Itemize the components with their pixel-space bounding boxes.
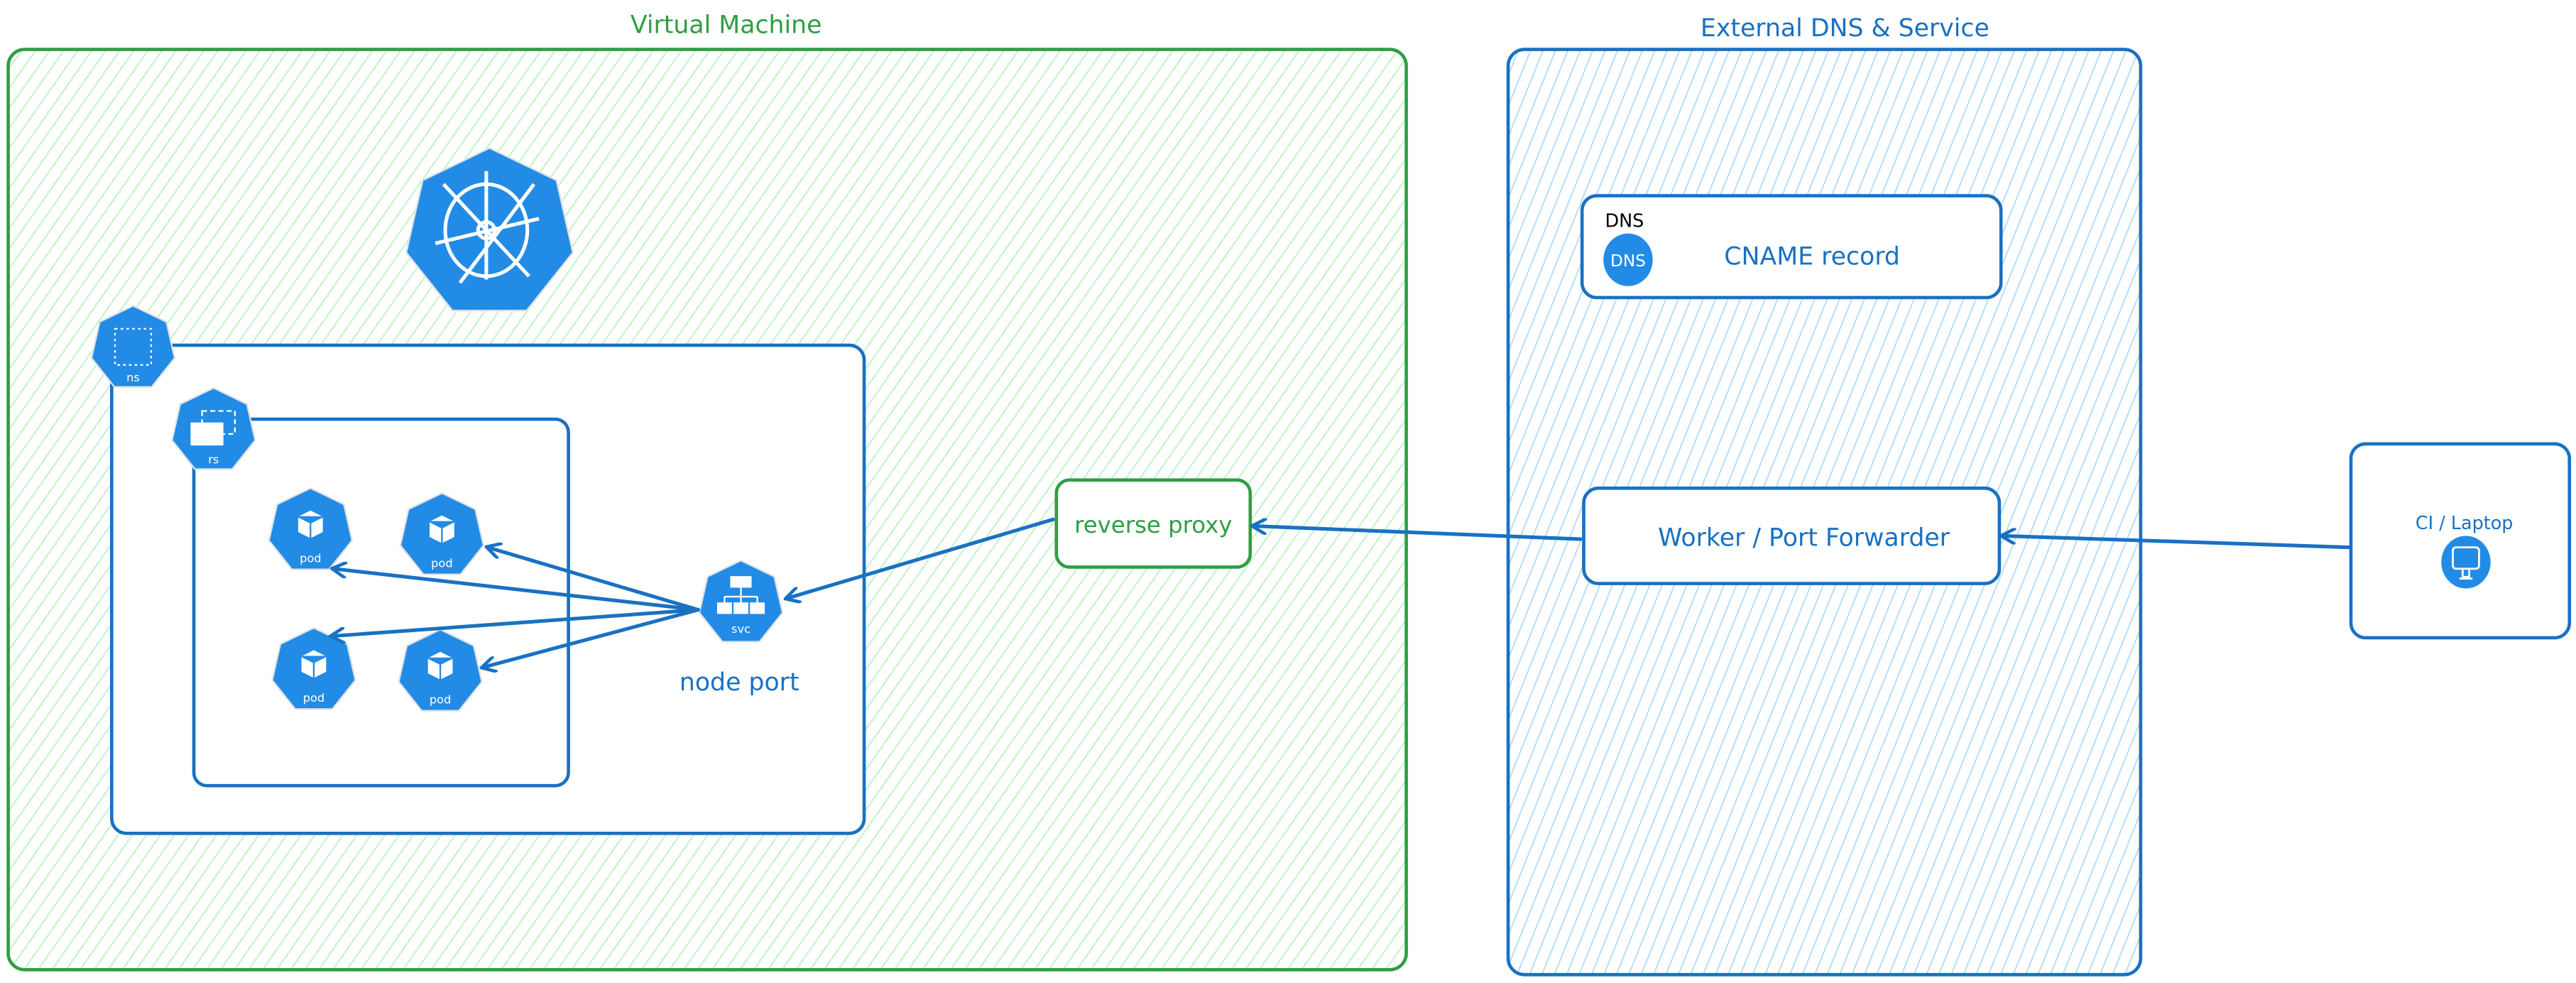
dns-icon-text: DNS [1610, 252, 1646, 271]
rs-label: rs [208, 453, 219, 467]
ci-laptop-box[interactable]: CI / Laptop [2349, 442, 2572, 640]
replicaset-icon: rs [171, 386, 256, 470]
kubernetes-logo-icon [405, 147, 574, 312]
reverse-proxy-box[interactable]: reverse proxy [1054, 478, 1252, 569]
pod-icon[interactable]: pod [268, 487, 354, 570]
replicaset-box[interactable] [192, 417, 570, 788]
dns-icon: DNS [1603, 233, 1653, 286]
node-port-label: node port [680, 668, 799, 697]
monitor-icon [2441, 536, 2491, 589]
cname-record-label: CNAME record [1724, 243, 1900, 271]
ns-label: ns [126, 371, 140, 384]
svc-label: svc [731, 622, 751, 636]
pod-label: pod [430, 693, 451, 706]
worker-label: Worker / Port Forwarder [1658, 523, 1950, 552]
vm-title: Virtual Machine [631, 11, 822, 39]
external-title: External DNS & Service [1701, 14, 1990, 43]
dns-box[interactable]: DNS DNS CNAME record [1580, 194, 2003, 300]
namespace-icon: ns [90, 305, 176, 389]
ci-laptop-label: CI / Laptop [2416, 513, 2514, 534]
pod-icon[interactable]: pod [271, 626, 356, 710]
pod-icon[interactable]: pod [398, 629, 483, 712]
arrow-svc-to-pod [483, 608, 700, 668]
arrow-laptop-to-worker [2002, 536, 2353, 550]
pod-label: pod [303, 691, 324, 705]
reverse-proxy-label: reverse proxy [1074, 511, 1232, 538]
service-icon[interactable]: svc [698, 559, 784, 643]
arrow-svc-to-pod [488, 548, 700, 612]
pod-icon[interactable]: pod [399, 492, 485, 575]
arrow-worker-to-proxy [1253, 526, 1583, 541]
dns-caption: DNS [1605, 210, 1644, 232]
pod-label: pod [300, 551, 321, 565]
pod-label: pod [431, 556, 452, 570]
arrow-svc-to-pod [334, 569, 700, 612]
worker-port-forwarder-box[interactable]: Worker / Port Forwarder [1582, 487, 2002, 585]
arrow-svc-to-pod [332, 608, 700, 636]
arrow-proxy-to-svc [787, 517, 1055, 598]
